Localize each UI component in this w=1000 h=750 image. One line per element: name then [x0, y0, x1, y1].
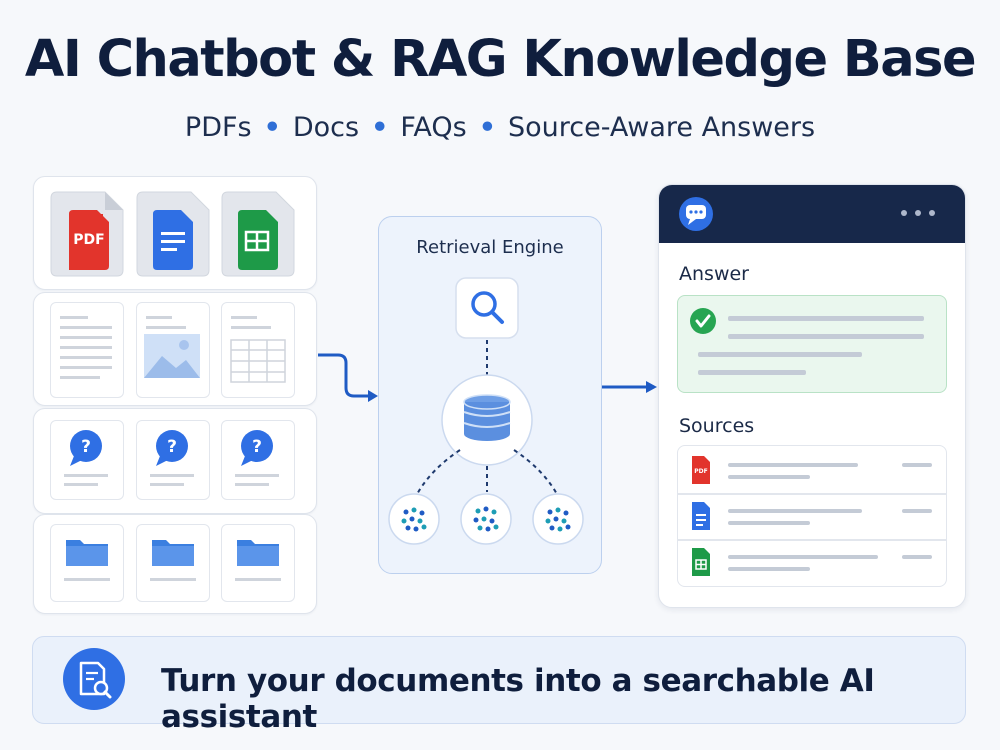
faq-tile-1 [50, 420, 124, 500]
table-document-tile [221, 302, 295, 398]
page-title: AI Chatbot & RAG Knowledge Base [24, 30, 977, 89]
subtitle-item-faqs: FAQs [400, 112, 467, 143]
source-pdf-label: PDF [694, 468, 708, 475]
engine-label: Retrieval Engine [416, 237, 564, 258]
chat-header [659, 185, 965, 243]
answer-box [677, 295, 947, 393]
sources-list [677, 445, 947, 587]
page-subtitle: PDFs•Docs•FAQs•Source-Aware Answers [184, 112, 816, 143]
folder-tile-3 [221, 524, 295, 602]
pdf-label: PDF [73, 232, 105, 248]
subtitle-item-pdfs: PDFs [184, 112, 252, 143]
folder-tile-1 [50, 524, 124, 602]
text-document-tile [50, 302, 124, 398]
subtitle-item-source-aware: Source-Aware Answers [507, 112, 816, 143]
faq-tile-2 [136, 420, 210, 500]
faq-tile-3 [221, 420, 295, 500]
retrieval-engine-panel: Retrieval Engine [378, 216, 602, 574]
sources-label: Sources [679, 415, 755, 437]
answer-label: Answer [679, 263, 749, 285]
chat-window: Answer Sources [658, 184, 966, 608]
bottom-banner: Turn your documents into a searchable AI… [32, 636, 966, 735]
banner-text: Turn your documents into a searchable AI… [161, 663, 875, 735]
folder-tile-2 [136, 524, 210, 602]
image-document-tile [136, 302, 210, 398]
subtitle-item-docs: Docs [292, 112, 360, 143]
